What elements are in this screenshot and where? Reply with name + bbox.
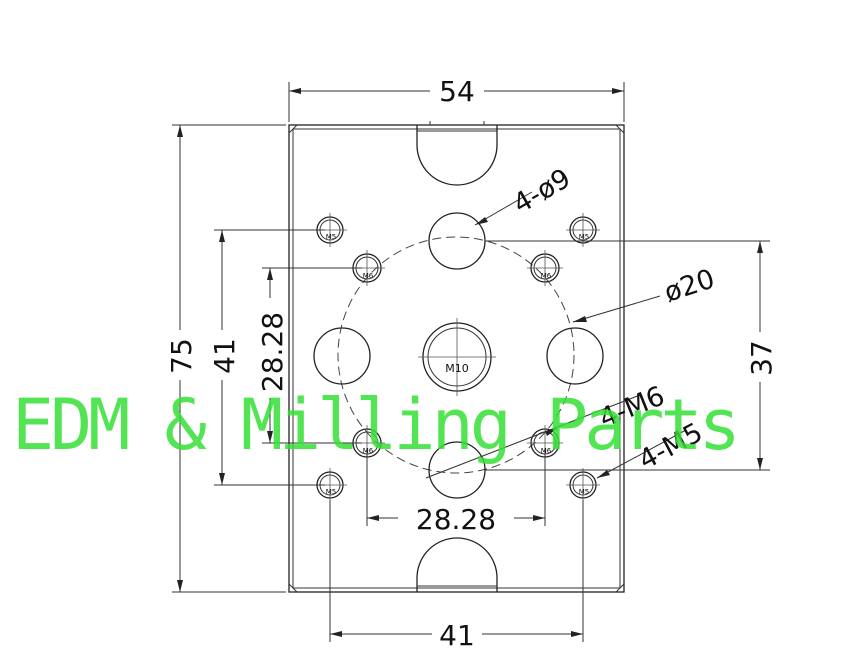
m5-mark: M5: [579, 233, 590, 241]
top-slot: [416, 121, 498, 186]
center-m10-hole: M10: [418, 318, 496, 396]
dim-right-height: 37: [485, 240, 778, 471]
m5-mark: M5: [326, 233, 337, 241]
center-thread-label: M10: [445, 362, 469, 375]
m6-mark: M6: [541, 447, 552, 455]
callout-hole-20: ø20: [572, 263, 719, 323]
callout-holes-9-label: 4-ø9: [508, 163, 576, 220]
hole-9-right: [546, 327, 604, 385]
callout-holes-9: 4-ø9: [474, 163, 576, 226]
dim-left-diag: 28.28: [255, 267, 362, 444]
dim-top-label: 54: [439, 75, 475, 108]
dim-bottom-width: 41: [329, 500, 584, 652]
dim-center-horizontal: 28.28: [366, 448, 546, 536]
dim-left-inner: 41: [208, 229, 325, 486]
callout-hole-20-label: ø20: [661, 263, 719, 308]
plate-outline: [288, 124, 625, 593]
dim-top-width: 54: [288, 75, 625, 122]
bolt-circle: [337, 236, 575, 474]
hole-9-top: [428, 212, 486, 270]
m5-mark: M5: [579, 488, 590, 496]
dim-overall-height: 75: [165, 124, 286, 593]
dim-center-label: 28.28: [416, 503, 496, 536]
m6-mark: M6: [541, 272, 552, 280]
m5-hole-br: M5: [566, 468, 600, 502]
m5-hole-tr: M5: [566, 213, 600, 247]
dim-bottom-label: 41: [439, 619, 475, 652]
bottom-slot: [416, 537, 498, 592]
m6-hole-tr: M6: [527, 250, 563, 286]
dim-left-inner-label: 41: [208, 338, 241, 374]
dim-right-label: 37: [745, 340, 778, 376]
dim-height-label: 75: [165, 338, 198, 374]
m6-mark: M6: [363, 447, 374, 455]
m5-mark: M5: [326, 488, 337, 496]
dim-left-diag-label: 28.28: [256, 312, 289, 392]
hole-9-left: [313, 327, 371, 385]
m6-mark: M6: [363, 272, 374, 280]
watermark-text: EDM & Milling Parts: [12, 384, 741, 466]
